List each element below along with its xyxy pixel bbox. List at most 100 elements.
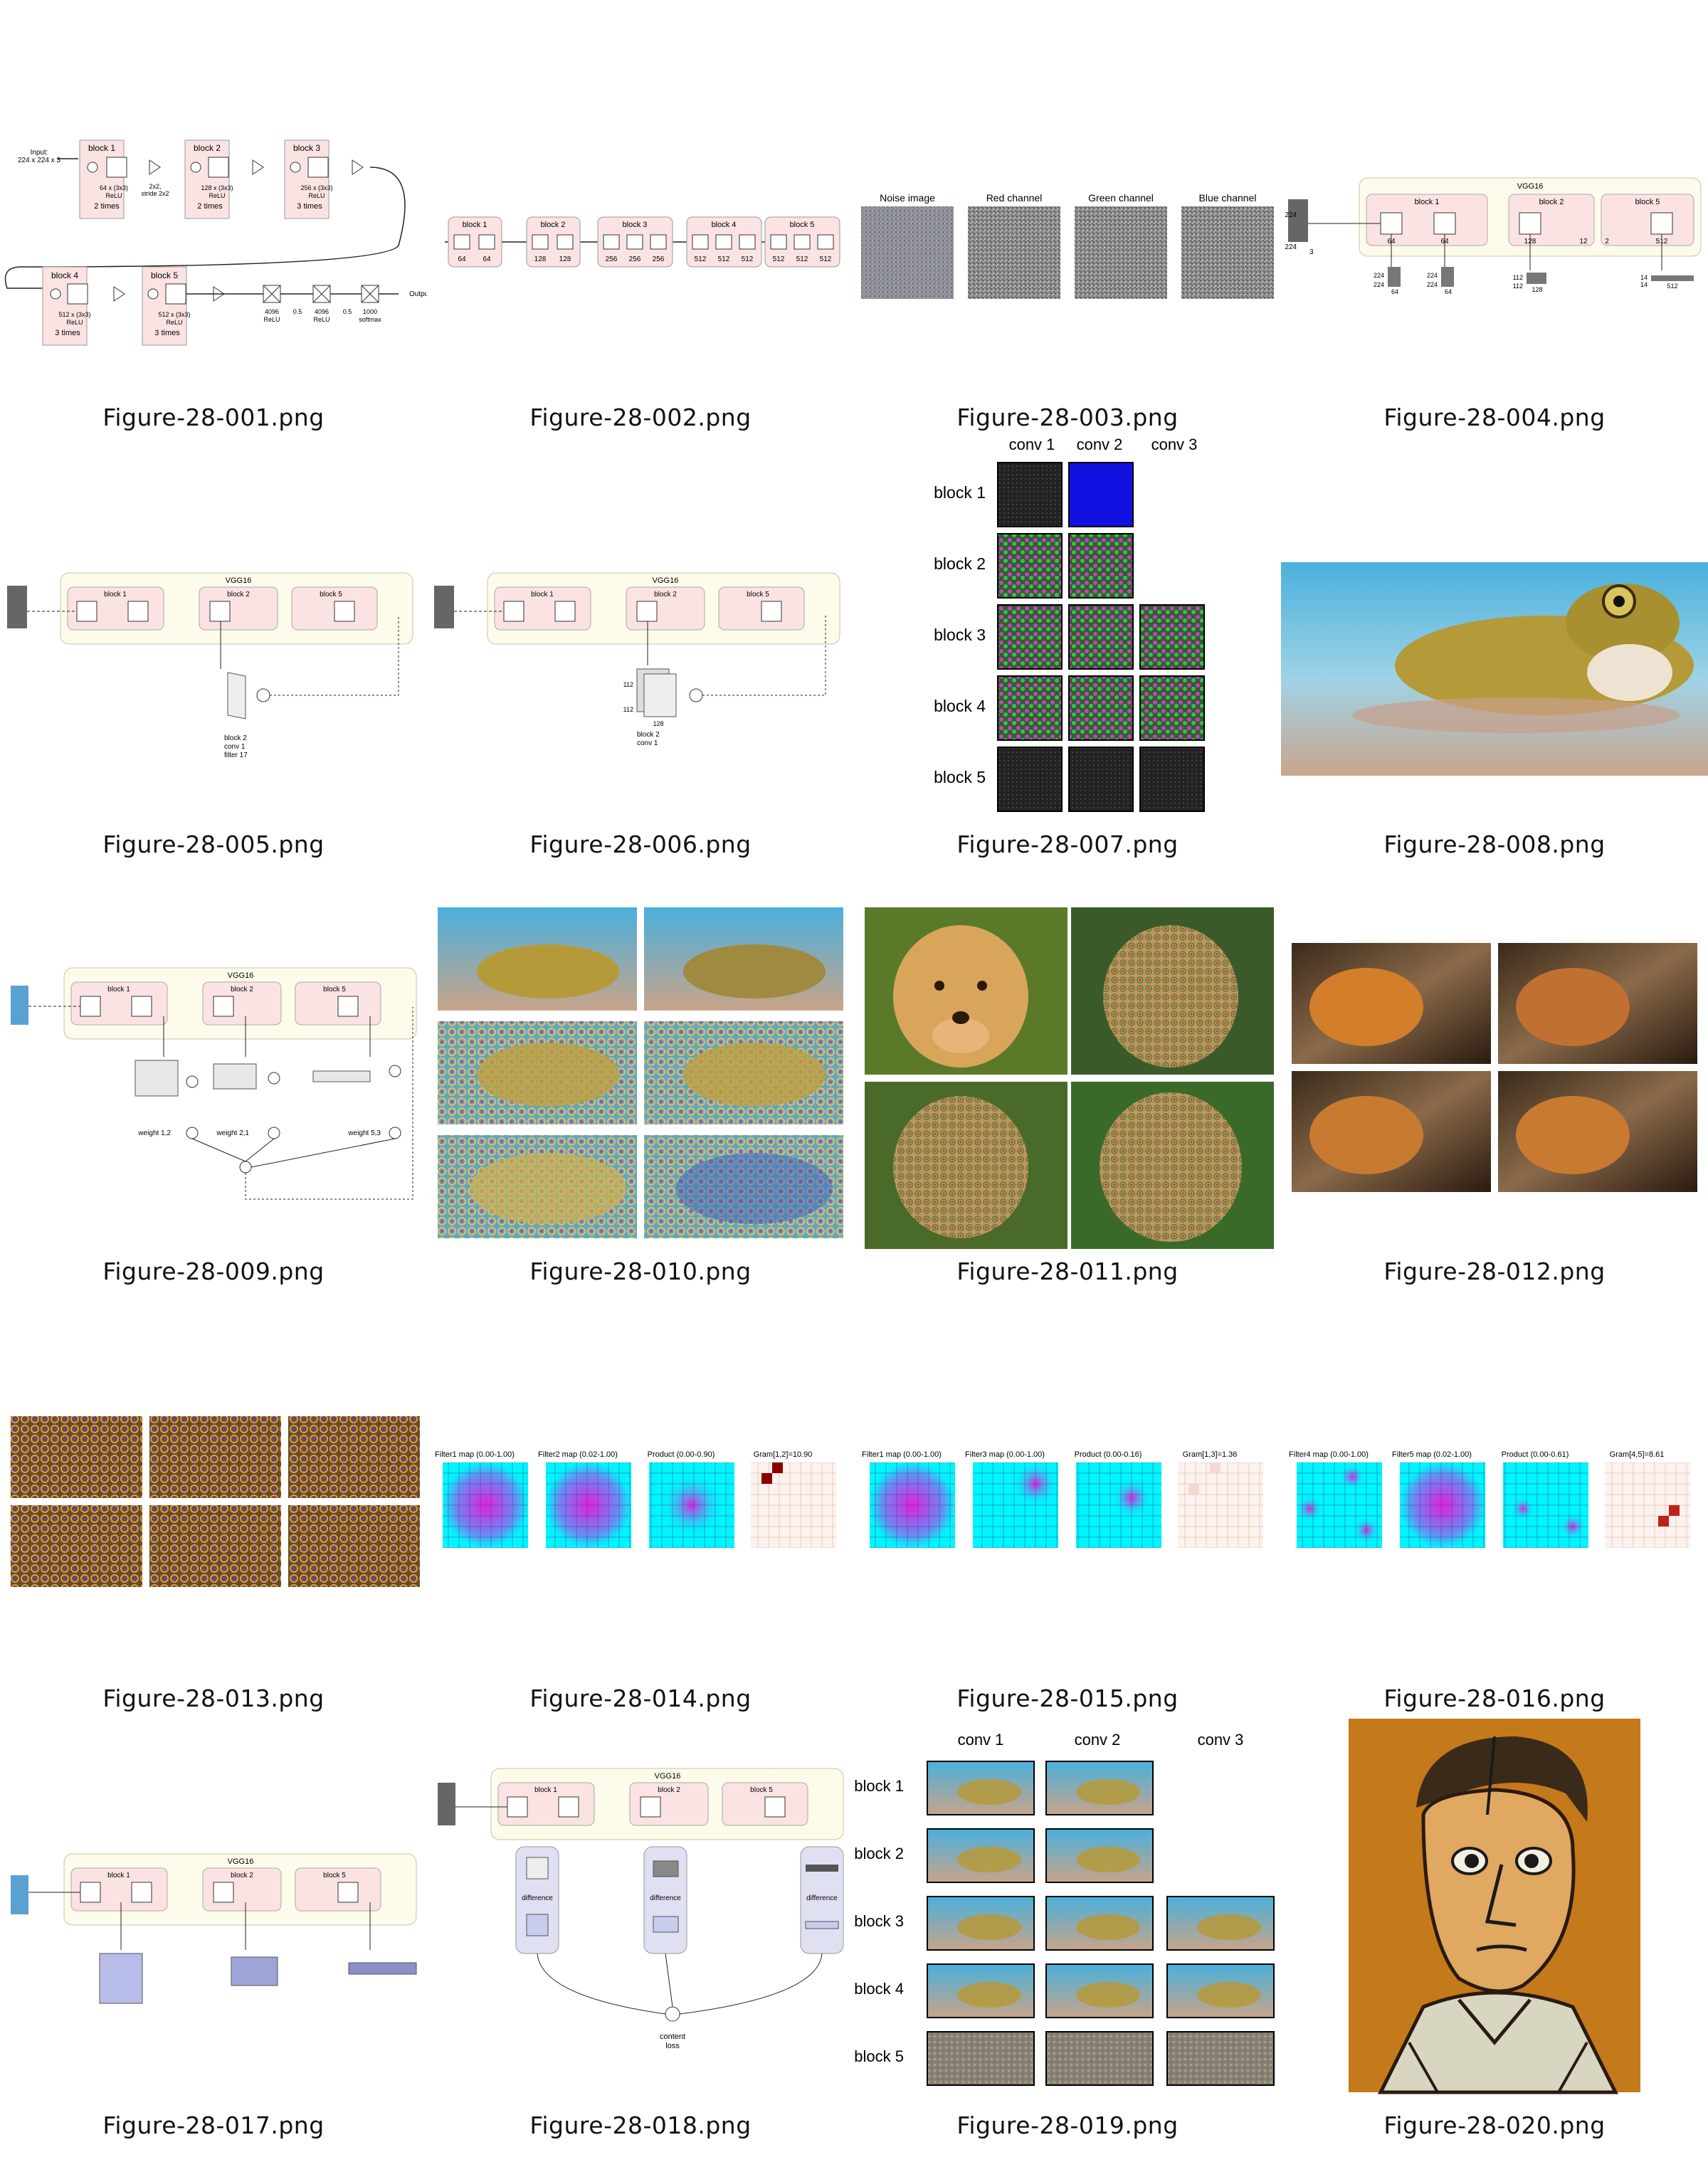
filter-visualization-diagram: VGG16 block 1 block 2 block 5 block 2 co…: [7, 572, 413, 759]
svg-text:512: 512: [820, 255, 832, 263]
svg-text:256: 256: [629, 255, 641, 263]
svg-text:VGG16: VGG16: [1517, 182, 1544, 191]
svg-text:512: 512: [695, 255, 707, 263]
svg-text:block 1: block 1: [107, 1872, 130, 1879]
svg-text:ReLU: ReLU: [263, 316, 280, 323]
figure-caption: Figure-28-014.png: [529, 1684, 752, 1712]
svg-text:content: content: [660, 2032, 685, 2041]
svg-text:64: 64: [458, 255, 466, 263]
figure-018[interactable]: VGG16 block 1 block 2 block 5 difference…: [427, 1740, 854, 2167]
content-reconstruction-grid: conv 1 conv 2 conv 3 block 1 block 2 blo…: [854, 1731, 1275, 2086]
figure-004[interactable]: 224 224 3 VGG16 block 1 64 64 block 2 12…: [1281, 32, 1708, 459]
filter-grid: conv 1 conv 2 conv 3 block 1 block 2 blo…: [934, 436, 1205, 812]
figure-015[interactable]: Filter1 map (0.00-1.00) Filter3 map (0.0…: [854, 1313, 1281, 1740]
svg-text:64: 64: [1391, 288, 1398, 295]
svg-text:block 3: block 3: [623, 221, 648, 229]
figure-007[interactable]: conv 1 conv 2 conv 3 block 1 block 2 blo…: [854, 427, 1281, 858]
svg-text:block 2: block 2: [1539, 198, 1564, 206]
svg-text:Product (0.00-0.61): Product (0.00-0.61): [1502, 1450, 1569, 1459]
svg-text:block 3: block 3: [934, 626, 986, 644]
svg-text:block 5: block 5: [750, 1786, 773, 1794]
svg-text:ReLU: ReLU: [66, 319, 83, 326]
svg-text:conv 3: conv 3: [1198, 1731, 1244, 1749]
figure-caption: Figure-28-010.png: [529, 1258, 752, 1285]
svg-text:block 2: block 2: [854, 1845, 904, 1862]
figure-019[interactable]: conv 1 conv 2 conv 3 block 1 block 2 blo…: [854, 1722, 1281, 2149]
figure-020[interactable]: Figure-28-020.png: [1281, 1708, 1708, 2139]
deep-dream-dogs: [865, 907, 1274, 1249]
svg-text:512 x (3x3): 512 x (3x3): [58, 311, 90, 318]
svg-text:224: 224: [1285, 211, 1297, 219]
svg-text:ReLU: ReLU: [313, 316, 330, 323]
svg-text:conv 3: conv 3: [1151, 436, 1198, 453]
svg-text:4096: 4096: [265, 308, 279, 315]
figure-caption: Figure-28-019.png: [956, 2111, 1179, 2139]
svg-text:VGG16: VGG16: [655, 1772, 681, 1781]
svg-text:filter 17: filter 17: [224, 752, 248, 759]
svg-text:block 2: block 2: [654, 591, 677, 599]
svg-text:224: 224: [1374, 272, 1384, 279]
svg-text:128 x (3x3): 128 x (3x3): [201, 184, 233, 191]
svg-text:block 2: block 2: [934, 554, 986, 573]
input-dims: 224 x 224 x 3: [18, 157, 60, 164]
vgg16-block-strip: block 1 64 64 block 2 128 128 block 3 25…: [445, 216, 840, 268]
svg-text:3: 3: [1309, 248, 1314, 256]
svg-text:Filter1 map (0.00-1.00): Filter1 map (0.00-1.00): [435, 1450, 515, 1459]
layer-visualization-diagram: VGG16 block 1 block 2 block 5 112 112 12…: [434, 572, 840, 747]
svg-text:4096: 4096: [315, 308, 329, 315]
block-title: block 3: [293, 143, 320, 153]
figure-caption: Figure-28-012.png: [1383, 1258, 1606, 1285]
figure-011[interactable]: Figure-28-011.png: [854, 886, 1281, 1313]
svg-text:512 x (3x3): 512 x (3x3): [158, 311, 190, 318]
svg-text:conv 1: conv 1: [224, 743, 246, 751]
svg-text:224: 224: [1285, 243, 1297, 251]
figure-009[interactable]: VGG16 block 1 block 2 block 5 weight 1,2…: [0, 886, 427, 1313]
figure-caption: Figure-28-018.png: [529, 2111, 752, 2139]
svg-text:block 5: block 5: [747, 591, 769, 599]
svg-text:weight 1,2: weight 1,2: [137, 1129, 171, 1137]
figure-006[interactable]: VGG16 block 1 block 2 block 5 112 112 12…: [427, 459, 854, 886]
gram-matrix-4-5: Filter4 map (0.00-1.00) Filter5 map (0.0…: [1289, 1450, 1690, 1548]
svg-text:block 1: block 1: [531, 591, 554, 599]
svg-text:block 3: block 3: [854, 1912, 904, 1930]
noise-channels: Noise image Red channel Green channel Bl…: [861, 192, 1274, 299]
svg-text:VGG16: VGG16: [228, 1857, 254, 1866]
figure-008[interactable]: Figure-28-008.png: [1281, 459, 1708, 886]
svg-text:64: 64: [483, 255, 491, 263]
conv-spec: 64 x (3x3): [100, 184, 128, 191]
figure-014[interactable]: Filter1 map (0.00-1.00) Filter2 map (0.0…: [427, 1313, 854, 1740]
figure-016[interactable]: Filter4 map (0.00-1.00) Filter5 map (0.0…: [1281, 1313, 1708, 1740]
svg-text:conv 2: conv 2: [1077, 436, 1123, 453]
figure-017[interactable]: VGG16 block 1 block 2 block 5 Figure-28-…: [0, 1740, 427, 2167]
figure-caption: Figure-28-017.png: [102, 2111, 325, 2139]
svg-text:block 2: block 2: [658, 1786, 680, 1794]
figure-005[interactable]: VGG16 block 1 block 2 block 5 block 2 co…: [0, 459, 427, 886]
svg-text:block 5: block 5: [1635, 198, 1660, 206]
svg-text:block 5: block 5: [323, 986, 346, 993]
svg-text:0.5: 0.5: [343, 308, 352, 315]
figure-010[interactable]: Figure-28-010.png: [427, 886, 854, 1313]
figure-caption: Figure-28-008.png: [1383, 831, 1606, 858]
svg-text:block 1: block 1: [107, 986, 130, 993]
svg-text:block 2: block 2: [231, 1872, 253, 1879]
figure-001[interactable]: Input: 224 x 224 x 3 block 1 64 x (3x3) …: [0, 32, 427, 459]
figure-caption: Figure-28-011.png: [956, 1258, 1179, 1285]
figure-012[interactable]: Figure-28-012.png: [1281, 886, 1708, 1313]
svg-text:Blue channel: Blue channel: [1199, 192, 1257, 204]
svg-text:block 2: block 2: [637, 731, 660, 739]
svg-text:conv 1: conv 1: [1009, 436, 1055, 453]
svg-text:weight 5,3: weight 5,3: [347, 1129, 381, 1137]
svg-text:256: 256: [653, 255, 665, 263]
svg-text:128: 128: [1532, 286, 1542, 293]
figure-013[interactable]: Figure-28-013.png: [0, 1313, 427, 1740]
figure-002[interactable]: block 1 64 64 block 2 128 128 block 3 25…: [427, 32, 854, 459]
svg-text:Gram[1,3]=1.36: Gram[1,3]=1.36: [1183, 1450, 1238, 1459]
svg-text:difference: difference: [650, 1894, 681, 1902]
svg-text:block 1: block 1: [463, 221, 487, 229]
repeat-label: 2 times: [94, 202, 120, 211]
svg-text:14: 14: [1640, 281, 1648, 288]
figure-003[interactable]: Noise image Red channel Green channel Bl…: [854, 32, 1281, 459]
figure-caption: Figure-28-002.png: [529, 404, 752, 431]
block-title: block 2: [194, 143, 221, 153]
svg-text:ReLU: ReLU: [308, 192, 325, 199]
